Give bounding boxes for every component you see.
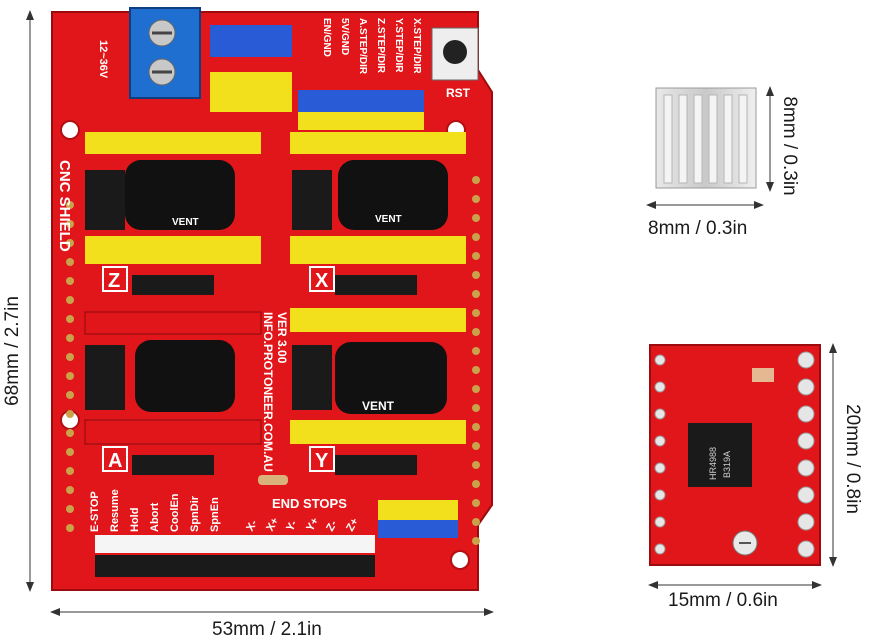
power-terminal [129, 7, 201, 99]
control-label: SpnEn [209, 497, 221, 532]
edge-pin-hole [66, 277, 74, 285]
axis-label: A [108, 450, 122, 472]
edge-pin-hole [66, 448, 74, 456]
shield-width-dimension: 53mm / 2.1in [212, 619, 322, 640]
axis-box [102, 446, 128, 472]
endstops-title: END STOPS [272, 496, 347, 511]
edge-pin-hole [472, 309, 480, 317]
endstop-label: Z+ [344, 516, 361, 533]
control-label: Resume [109, 489, 121, 532]
control-label: Abort [149, 502, 161, 532]
shield-title: CNC SHIELD [56, 160, 73, 252]
header-label: EN/GND [321, 18, 332, 57]
control-label: E-STOP [89, 491, 101, 532]
capacitors [125, 160, 448, 414]
edge-pin-hole [66, 372, 74, 380]
heatsink-width-dimension: 8mm / 0.3in [648, 218, 748, 239]
edge-pin-hole [472, 214, 480, 222]
header-label: 5V/GND [339, 18, 350, 55]
edge-pin-hole [472, 290, 480, 298]
edge-pin-hole [472, 233, 480, 241]
header-label: Z.STEP/DIR [375, 18, 386, 74]
control-label: Hold [129, 508, 141, 532]
header-label: X.STEP/DIR [411, 18, 422, 74]
axis-label: Z [108, 270, 120, 292]
edge-pin-hole [66, 505, 74, 513]
heatsink-height-dimension: 8mm / 0.3in [779, 96, 800, 196]
header-label: Y.STEP/DIR [393, 18, 404, 73]
axis-box [309, 266, 335, 292]
endstop-label: Y+ [304, 516, 321, 534]
edge-pin-hole [472, 176, 480, 184]
edge-pin-hole [66, 258, 74, 266]
edge-pin-hole [472, 461, 480, 469]
shield-version: VER 3.00 [275, 312, 289, 364]
edge-pin-hole [472, 385, 480, 393]
edge-pin-hole [66, 353, 74, 361]
shield-url: INFO.PROTONEER.COM.AU [261, 312, 275, 472]
axis-box [309, 446, 335, 472]
axis-label: X [315, 270, 329, 292]
axis-label: Y [315, 450, 329, 472]
edge-pin-hole [66, 467, 74, 475]
edge-pin-hole [472, 195, 480, 203]
edge-pin-hole [472, 518, 480, 526]
capacitor-brand-2: VENT [375, 214, 402, 225]
edge-pin-hole [472, 271, 480, 279]
edge-pin-hole [66, 334, 74, 342]
capacitor-brand-3: VENT [362, 399, 395, 413]
edge-pin-hole [66, 410, 74, 418]
edge-pin-hole [472, 366, 480, 374]
edge-pin-hole [66, 486, 74, 494]
edge-pin-hole [472, 252, 480, 260]
axis-box [102, 266, 128, 292]
capacitor-brand-1: VENT [172, 217, 199, 228]
control-label: SpnDir [189, 495, 201, 532]
endstop-label: X+ [264, 516, 281, 534]
edge-pin-hole [66, 315, 74, 323]
reset-button [431, 27, 479, 81]
driver-width-dimension: 15mm / 0.6in [668, 590, 778, 611]
edge-pin-hole [472, 328, 480, 336]
edge-pin-hole [472, 347, 480, 355]
edge-pin-hole [472, 442, 480, 450]
reset-label: RST [446, 86, 471, 100]
edge-pin-hole [66, 429, 74, 437]
edge-pin-hole [66, 296, 74, 304]
header-label: A.STEP/DIR [357, 18, 368, 75]
edge-pin-hole [66, 201, 74, 209]
control-label: CoolEn [169, 493, 181, 532]
edge-pin-hole [472, 537, 480, 545]
edge-pin-hole [472, 404, 480, 412]
power-label: 12~36V [97, 40, 109, 79]
edge-pin-hole [472, 423, 480, 431]
shield-height-dimension: 68mm / 2.7in [2, 296, 23, 406]
edge-pin-hole [66, 220, 74, 228]
driver-height-dimension: 20mm / 0.8in [842, 404, 863, 514]
driver-sockets [84, 132, 466, 445]
edge-pin-hole [66, 524, 74, 532]
edge-pin-hole [66, 239, 74, 247]
edge-pin-hole [66, 391, 74, 399]
edge-pin-hole [472, 499, 480, 507]
edge-pin-hole [472, 480, 480, 488]
